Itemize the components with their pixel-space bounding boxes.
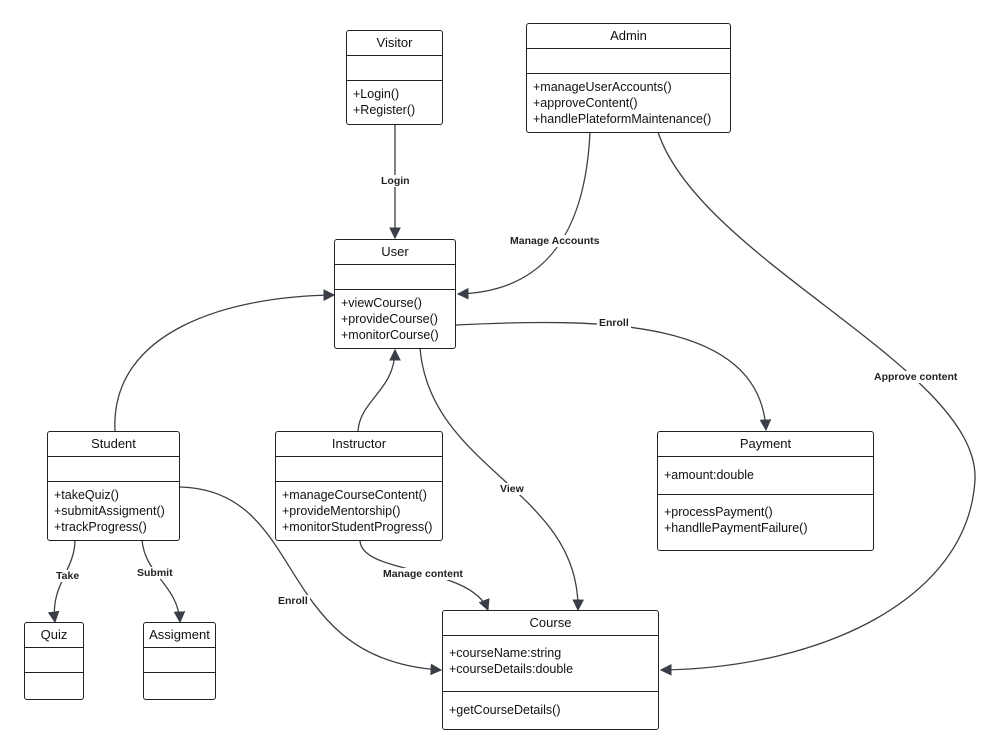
methods-section: +manageCourseContent() +provideMentorshi… (276, 482, 442, 540)
class-user: User +viewCourse() +provideCourse() +mon… (334, 239, 456, 349)
class-admin: Admin +manageUserAccounts() +approveCont… (526, 23, 731, 133)
label-enroll-course: Enroll (276, 595, 310, 607)
edge-user-payment (455, 321, 772, 432)
methods-section: +manageUserAccounts() +approveContent() … (527, 74, 730, 132)
attributes-section (25, 648, 83, 673)
method-item: +manageUserAccounts() (533, 80, 672, 94)
class-title: Visitor (347, 31, 442, 56)
class-title: Payment (658, 432, 873, 457)
label-manage-accounts: Manage Accounts (508, 235, 602, 247)
method-item: +provideMentorship() (282, 504, 401, 518)
class-visitor: Visitor +Login() +Register() (346, 30, 443, 125)
edge-admin-course (657, 131, 976, 676)
attributes-section (347, 56, 442, 81)
method-item: +monitorCourse() (341, 328, 439, 342)
methods-section: +Login() +Register() (347, 81, 442, 123)
class-assigment: Assigment (143, 622, 216, 700)
method-item: +Register() (353, 103, 416, 117)
label-manage-content: Manage content (381, 568, 465, 580)
methods-section (25, 673, 83, 683)
method-item: +takeQuiz() (54, 488, 119, 502)
methods-section: +takeQuiz() +submitAssigment() +trackPro… (48, 482, 179, 540)
class-course: Course +courseName:string +courseDetails… (442, 610, 659, 730)
methods-section: +getCourseDetails() (443, 692, 658, 723)
attributes-section (335, 265, 455, 290)
method-item: +handllePaymentFailure() (664, 521, 808, 535)
attributes-section (276, 457, 442, 482)
method-item: +manageCourseContent() (282, 488, 427, 502)
class-title: Quiz (25, 623, 83, 648)
edge-instructor-user (357, 348, 401, 432)
method-item: +submitAssigment() (54, 504, 165, 518)
method-item: +handlePlateformMaintenance() (533, 112, 712, 126)
label-login: Login (379, 175, 412, 187)
edge-student-assigment (141, 539, 186, 624)
attribute-item: +amount:double (664, 468, 755, 482)
class-title: User (335, 240, 455, 265)
method-item: +trackProgress() (54, 520, 147, 534)
attributes-section (527, 49, 730, 74)
edge-student-course (178, 486, 443, 676)
method-item: +monitorStudentProgress() (282, 520, 433, 534)
method-item: +approveContent() (533, 96, 638, 110)
method-item: +Login() (353, 87, 400, 101)
class-payment: Payment +amount:double +processPayment()… (657, 431, 874, 551)
edge-admin-user (456, 131, 591, 300)
attributes-section (144, 648, 215, 673)
methods-section: +viewCourse() +provideCourse() +monitorC… (335, 290, 455, 348)
class-title: Instructor (276, 432, 442, 457)
label-view: View (498, 483, 526, 495)
class-title: Student (48, 432, 179, 457)
attributes-section (48, 457, 179, 482)
attributes-section: +amount:double (658, 457, 873, 495)
edge-user-course (419, 347, 585, 612)
method-item: +processPayment() (664, 505, 773, 519)
attribute-item: +courseDetails:double (449, 662, 574, 676)
edge-student-user (114, 289, 336, 432)
class-title: Course (443, 611, 658, 636)
class-title: Admin (527, 24, 730, 49)
method-item: +viewCourse() (341, 296, 422, 310)
class-title: Assigment (144, 623, 215, 648)
class-quiz: Quiz (24, 622, 84, 700)
label-submit: Submit (135, 567, 175, 579)
label-enroll-payment: Enroll (597, 317, 631, 329)
method-item: +provideCourse() (341, 312, 438, 326)
methods-section (144, 673, 215, 683)
label-take: Take (54, 570, 82, 582)
label-approve-content: Approve content (872, 371, 960, 383)
class-student: Student +takeQuiz() +submitAssigment() +… (47, 431, 180, 541)
methods-section: +processPayment() +handllePaymentFailure… (658, 495, 873, 541)
attributes-section: +courseName:string +courseDetails:double (443, 636, 658, 692)
method-item: +getCourseDetails() (449, 703, 561, 717)
attribute-item: +courseName:string (449, 646, 562, 660)
class-instructor: Instructor +manageCourseContent() +provi… (275, 431, 443, 541)
